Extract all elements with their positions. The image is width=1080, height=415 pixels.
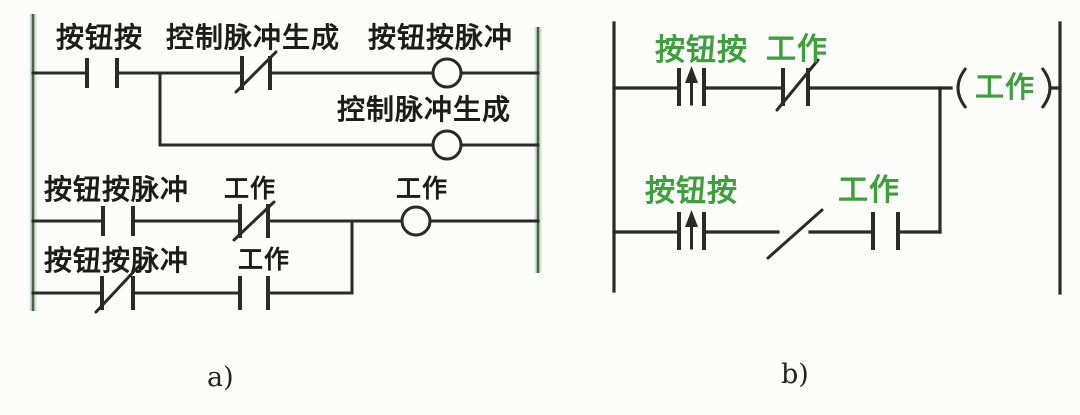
coil-label: 控制脉冲生成 <box>337 93 512 126</box>
caption-a: a) <box>207 362 234 393</box>
nc-contact-icon <box>775 58 820 112</box>
rung2-branch-wire <box>158 71 540 147</box>
parenthesis-coil-icon <box>956 67 1052 109</box>
contact-label: 工作 <box>224 174 277 203</box>
no-contact-icon <box>85 58 119 88</box>
coil-icon <box>431 57 463 89</box>
coil-label: 按钮按脉冲 <box>368 21 514 54</box>
contact-label: 工作 <box>838 173 900 208</box>
wire-break-slash-icon <box>766 208 824 260</box>
nc-contact-icon <box>94 264 141 314</box>
coil-icon <box>400 205 432 237</box>
contact-label: 工作 <box>766 32 828 67</box>
no-contact-icon <box>238 276 270 310</box>
nc-contact-icon <box>232 200 276 242</box>
coil-label: 工作 <box>396 174 449 203</box>
contact-label: 按钮按 <box>56 21 144 54</box>
no-contact-icon <box>101 206 135 236</box>
caption-b: b) <box>781 359 809 390</box>
coil-label: 工作 <box>975 70 1036 104</box>
contact-label: 按钮按脉冲 <box>44 173 190 206</box>
nc-contact-icon <box>234 50 278 94</box>
no-contact-icon <box>871 212 900 250</box>
contact-label: 控制脉冲生成 <box>166 21 341 54</box>
rising-edge-contact-icon <box>677 210 706 250</box>
contact-label: 按钮按 <box>645 174 738 209</box>
rising-edge-contact-icon <box>677 66 706 106</box>
diagram-a-linework <box>29 14 542 314</box>
coil-icon <box>431 129 463 161</box>
contact-label: 工作 <box>238 245 291 274</box>
rung4-wire <box>31 219 354 295</box>
contact-label: 按钮按脉冲 <box>44 244 190 277</box>
diagram-b-linework <box>612 21 1062 295</box>
contact-label: 按钮按 <box>655 33 748 68</box>
